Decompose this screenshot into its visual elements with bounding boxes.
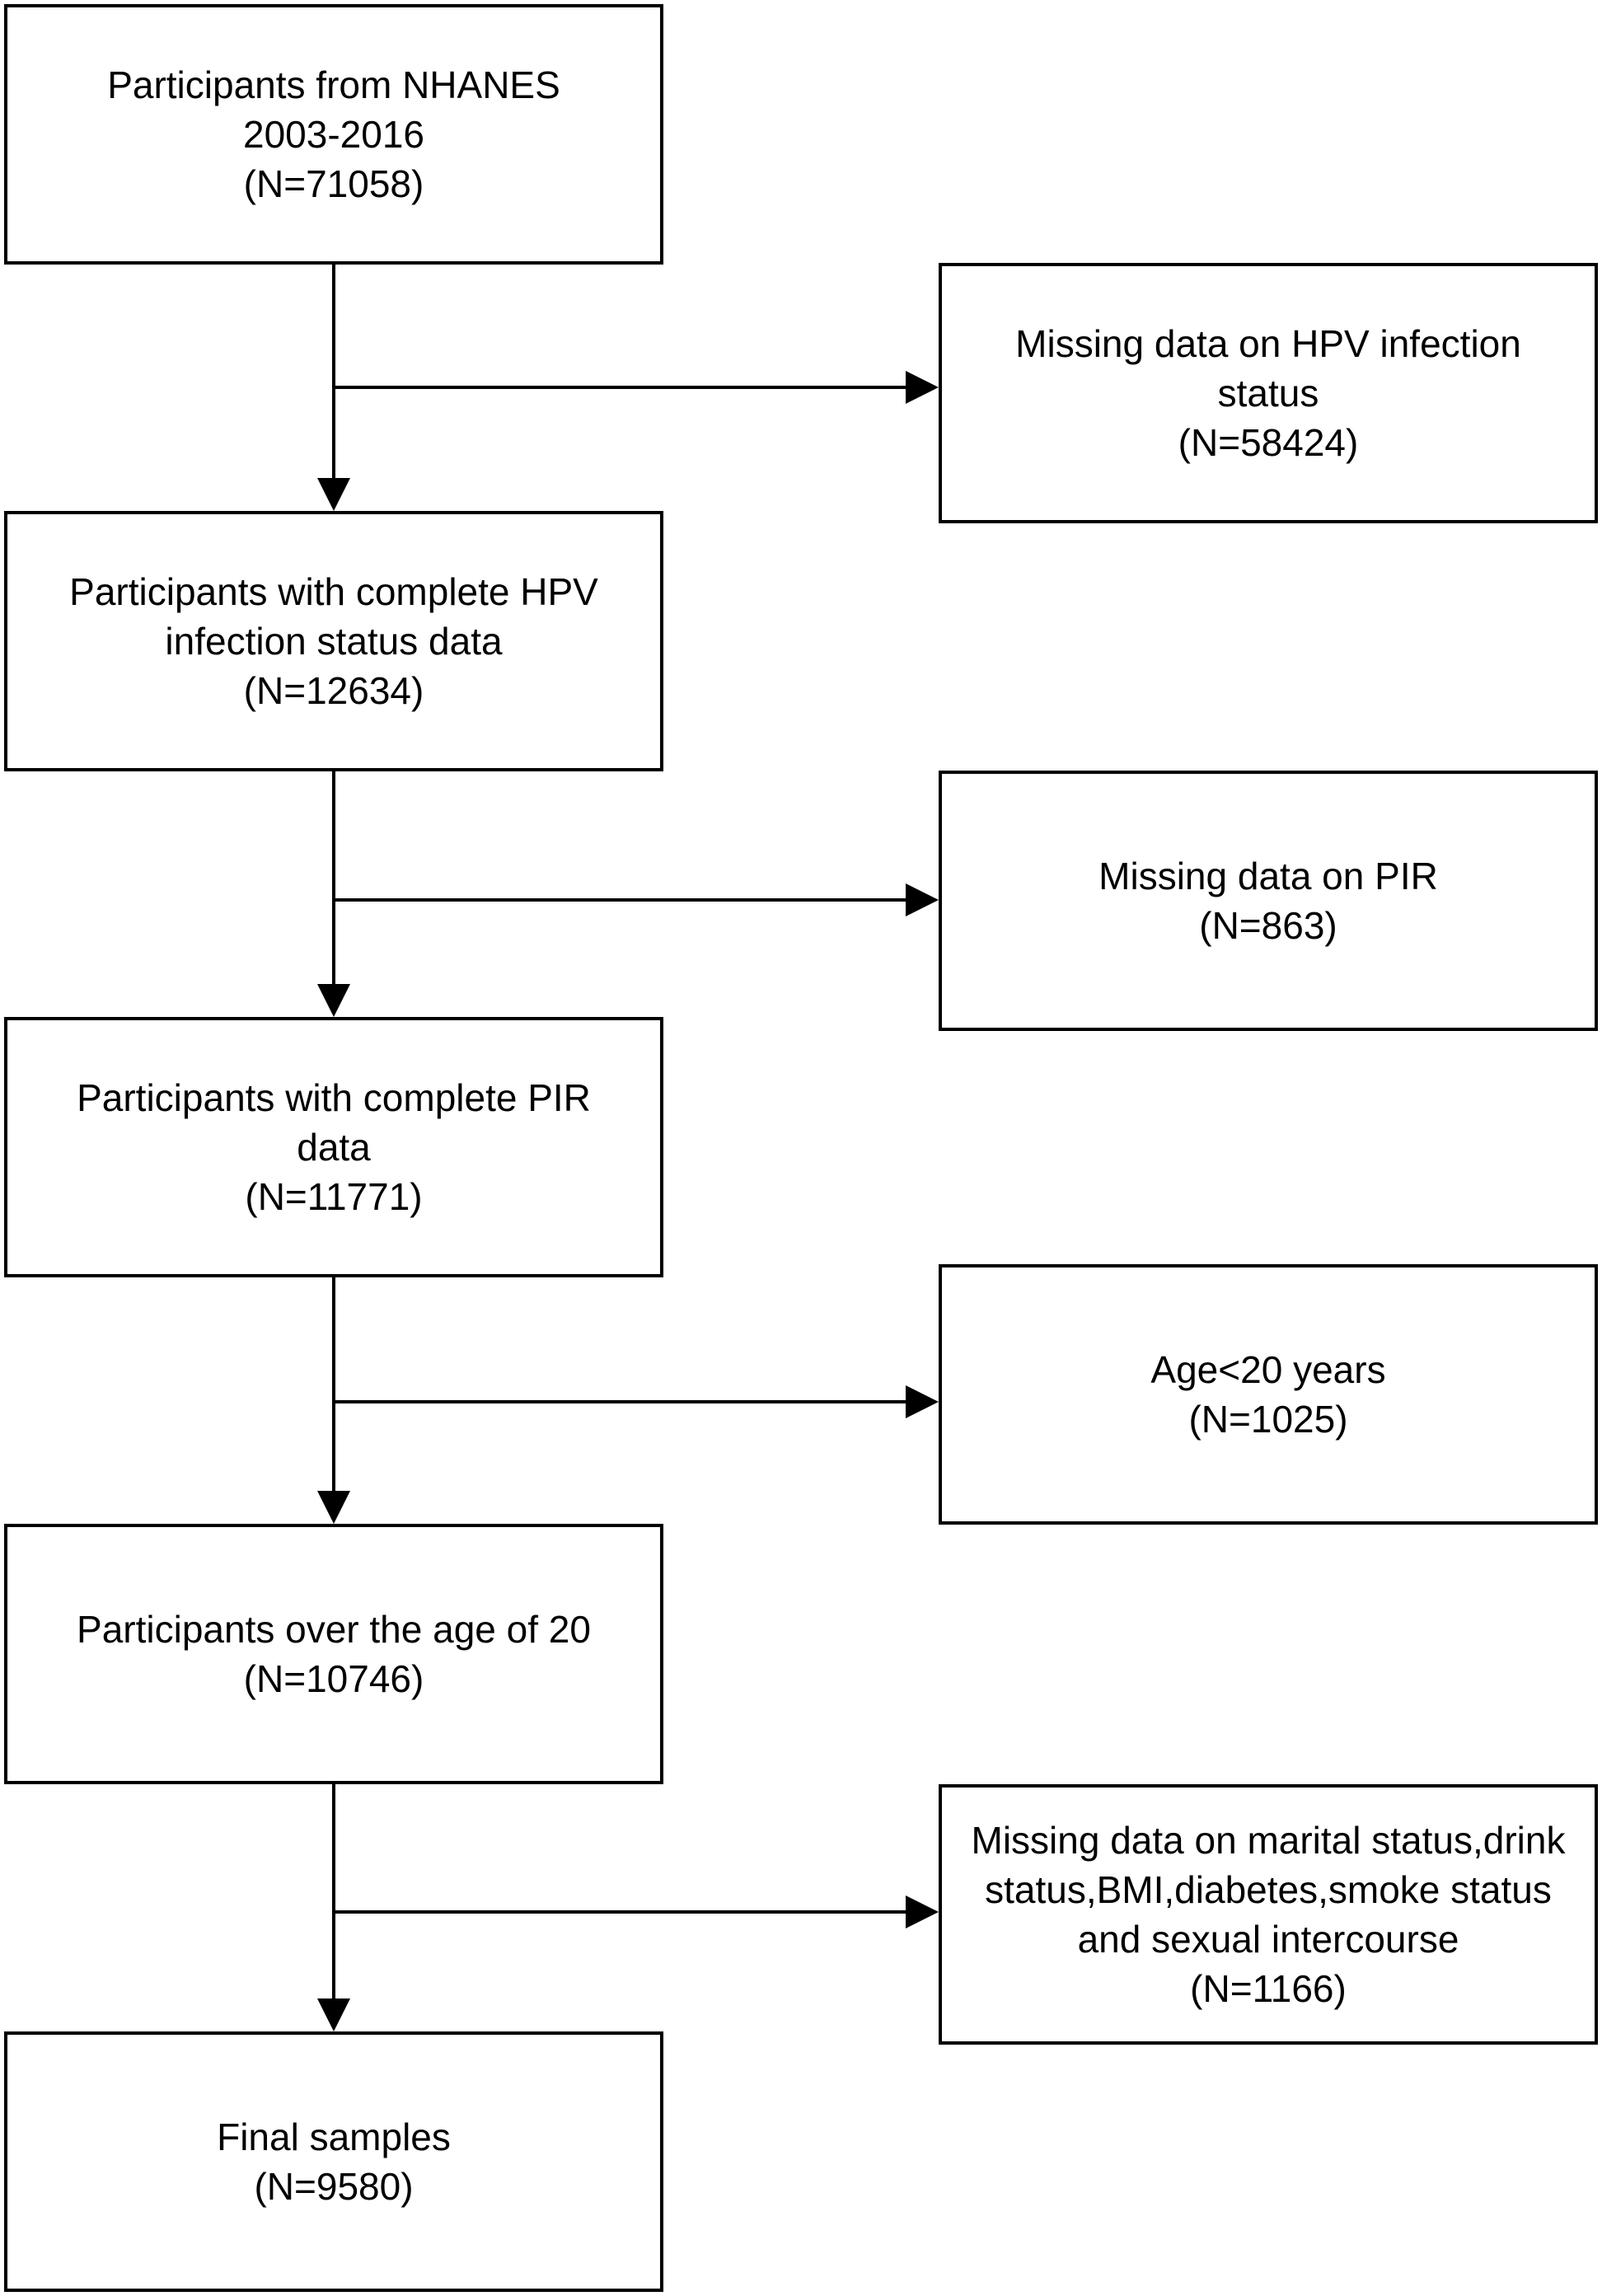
exclusion-box-text: status [1217,372,1319,415]
step-box-text: Participants with complete PIR [77,1076,591,1119]
step-box-text: data [297,1126,371,1169]
exclusion-box-missing-covariates: Missing data on marital status,drink sta… [939,1784,1598,2045]
exclusion-box-count: (N=863) [1199,904,1337,947]
step-box-text: Participants from NHANES [107,63,560,106]
exclusion-box-missing-hpv: Missing data on HPV infection status (N=… [939,263,1598,523]
exclusion-box-missing-pir: Missing data on PIR (N=863) [939,771,1598,1031]
step-box-nhanes-participants: Participants from NHANES 2003-2016 (N=71… [4,4,663,265]
exclusion-box-text: Missing data on PIR [1098,855,1438,897]
exclusion-box-text: Missing data on HPV infection [1015,322,1521,365]
exclusion-box-text: Missing data on marital status,drink [971,1819,1566,1862]
exclusion-box-text: Age<20 years [1150,1348,1386,1391]
step-box-text: Participants with complete HPV [69,570,598,613]
step-box-text: Final samples [217,2116,451,2158]
exclusion-box-count: (N=1166) [1190,1967,1347,2010]
step-box-count: (N=71058) [243,162,424,205]
step-box-text: 2003-2016 [243,113,424,156]
exclusion-box-count: (N=58424) [1178,421,1359,464]
exclusion-box-age-under-20: Age<20 years (N=1025) [939,1264,1598,1525]
step-box-text: infection status data [165,620,503,663]
exclusion-box-count: (N=1025) [1188,1398,1348,1441]
step-box-complete-hpv: Participants with complete HPV infection… [4,511,663,771]
step-box-count: (N=9580) [254,2165,414,2208]
exclusion-box-text: status,BMI,diabetes,smoke status [985,1868,1552,1911]
step-box-text: Participants over the age of 20 [77,1608,591,1651]
step-box-final-samples: Final samples (N=9580) [4,2031,663,2292]
exclusion-box-text: and sexual intercourse [1077,1918,1459,1961]
step-box-count: (N=11771) [245,1175,423,1218]
step-box-count: (N=10746) [243,1657,424,1700]
step-box-complete-pir: Participants with complete PIR data (N=1… [4,1017,663,1277]
step-box-count: (N=12634) [243,669,424,712]
step-box-over-age-20: Participants over the age of 20 (N=10746… [4,1524,663,1784]
